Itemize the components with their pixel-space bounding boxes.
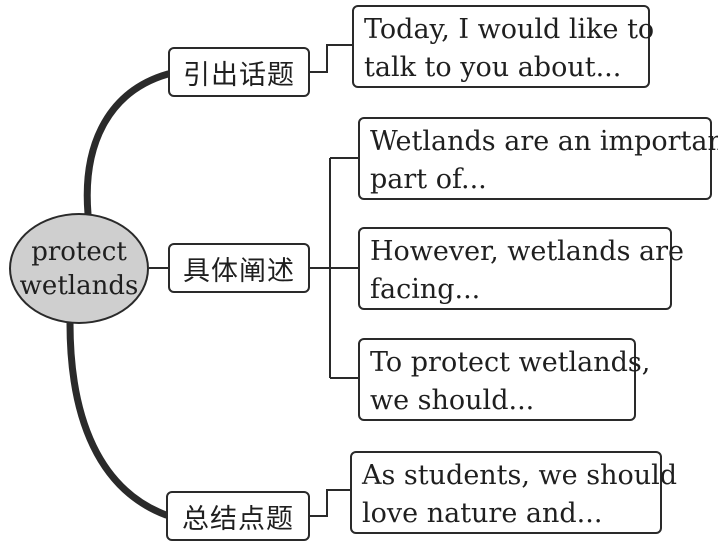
leaf-line: Wetlands are an important <box>370 126 718 157</box>
leaf-elaborate-3: To protect wetlands, we should... <box>358 338 651 421</box>
leaf-line: facing... <box>370 274 481 305</box>
branch-label-elaborate: 具体阐述 <box>168 243 310 293</box>
leaf-line: we should... <box>370 385 535 416</box>
leaf-line: However, wetlands are <box>370 236 684 267</box>
leaf-conclude: As students, we should love nature and..… <box>350 451 678 534</box>
leaf-line: love nature and... <box>362 498 603 529</box>
link-bottom-leaf <box>310 489 350 517</box>
trunk-curve-top <box>83 70 172 218</box>
leaf-line: To protect wetlands, <box>370 347 651 378</box>
leaf-line: Today, I would like to <box>364 14 655 45</box>
trunk-curve-bottom <box>66 319 170 519</box>
branch-label-conclude: 总结点题 <box>166 491 310 541</box>
leaf-elaborate-2: However, wetlands are facing... <box>358 227 684 310</box>
central-topic-line-2: wetlands <box>19 270 139 301</box>
central-topic: protect wetlands <box>9 213 149 324</box>
link-top-leaf <box>310 44 352 73</box>
leaf-introduce-topic: Today, I would like to talk to you about… <box>352 5 655 88</box>
leaf-line: talk to you about... <box>364 52 622 83</box>
leaf-elaborate-1: Wetlands are an important part of... <box>358 117 718 200</box>
central-topic-line-1: protect <box>31 236 127 267</box>
leaf-line: As students, we should <box>362 460 678 491</box>
leaf-line: part of... <box>370 164 487 195</box>
branch-label-introduce-topic: 引出话题 <box>168 47 310 97</box>
